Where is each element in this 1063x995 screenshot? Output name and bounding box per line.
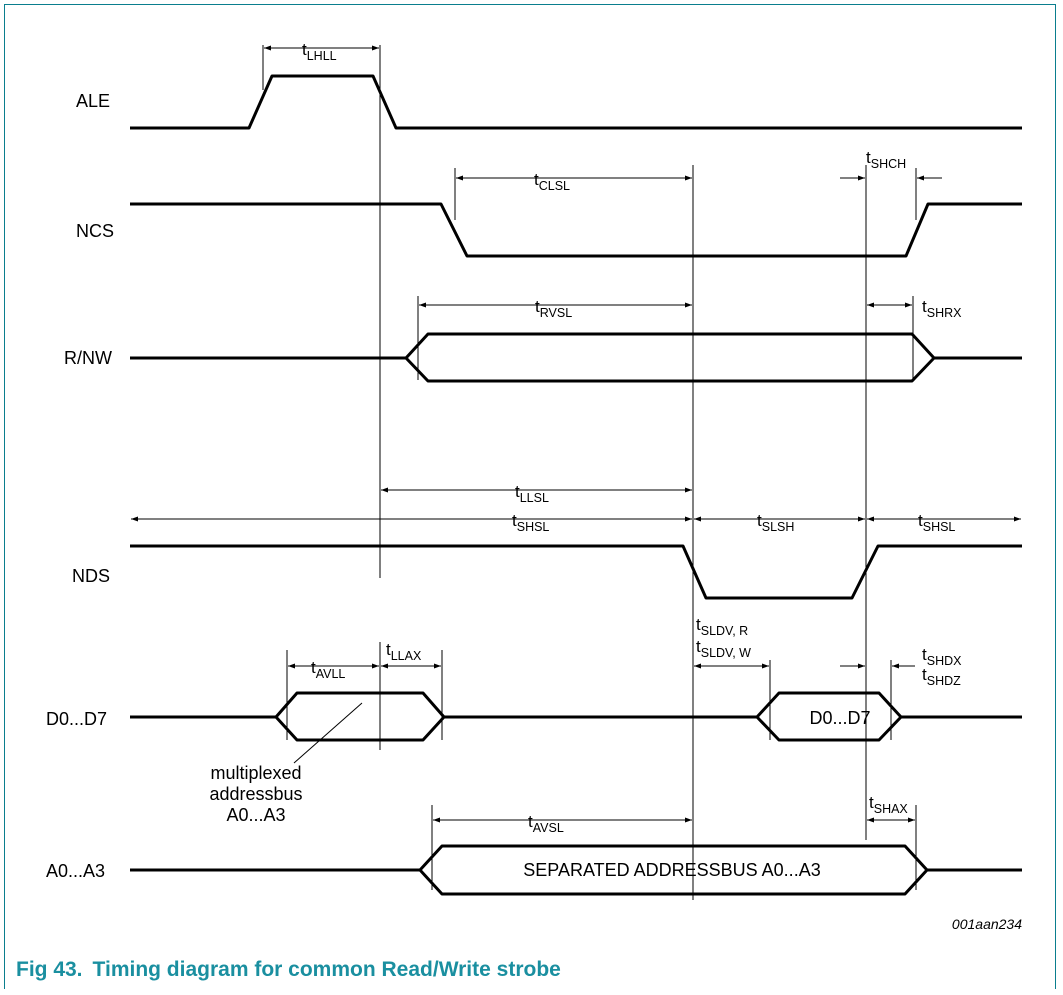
timing-shsl-right: tSHSL (918, 511, 955, 534)
label-addr: A0...A3 (46, 861, 105, 881)
label-ncs: NCS (76, 221, 114, 241)
waveform-addr (130, 844, 1022, 896)
waveform-data (130, 691, 1022, 742)
timing-shch: tSHCH (866, 148, 906, 171)
label-rnw: R/NW (64, 348, 112, 368)
timing-avsl: tAVSL (528, 812, 564, 835)
figure-caption: Fig 43. Timing diagram for common Read/Wr… (16, 958, 571, 982)
waveform-ncs (130, 202, 1022, 258)
figure-number: Fig 43. (16, 958, 83, 981)
waveform-rnw (130, 332, 1022, 383)
mux-label-line2: addressbus (209, 784, 302, 804)
figure-title: Timing diagram for common Read/Write str… (92, 958, 561, 981)
timing-lhll: tLHLL (302, 40, 337, 63)
waveform-ale (130, 74, 1022, 130)
mux-label-line3: A0...A3 (226, 805, 285, 825)
timing-shsl-left: tSHSL (512, 511, 549, 534)
label-ale: ALE (76, 91, 110, 111)
data-bus-label: D0...D7 (809, 708, 870, 728)
figure-id: 001aan234 (952, 916, 1022, 932)
timing-rvsl: tRVSL (535, 297, 572, 320)
label-nds: NDS (72, 566, 110, 586)
timing-clsl: tCLSL (534, 170, 570, 193)
timing-shdx: tSHDX (922, 645, 962, 668)
timing-llax: tLLAX (386, 640, 422, 663)
timing-avll: tAVLL (311, 658, 345, 681)
timing-shax: tSHAX (869, 793, 908, 816)
figure-frame (4, 4, 1056, 989)
timing-shrx: tSHRX (922, 297, 962, 320)
waveform-nds (130, 544, 1022, 600)
mux-leader-line (293, 702, 363, 764)
timing-sldv-r: tSLDV, R (696, 615, 748, 638)
timing-shdz: tSHDZ (922, 665, 961, 688)
mux-label-line1: multiplexed (210, 763, 301, 783)
sep-bus-label: SEPARATED ADDRESSBUS A0...A3 (523, 860, 820, 880)
timing-sldv-w: tSLDV, W (696, 637, 751, 660)
label-data: D0...D7 (46, 709, 107, 729)
timing-llsl: tLLSL (515, 482, 549, 505)
timing-slsh: tSLSH (757, 511, 794, 534)
